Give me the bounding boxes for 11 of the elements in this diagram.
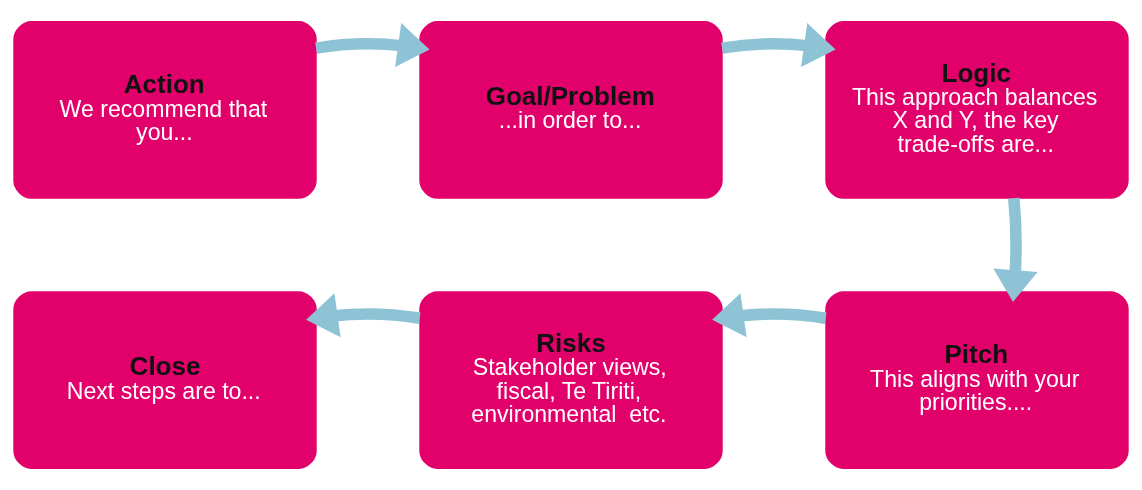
- node-box: Action We recommend that you...: [13, 21, 317, 199]
- arrow: [712, 293, 827, 338]
- arrow: [993, 197, 1038, 302]
- node-box: Risks Stakeholder views, fiscal, Te Tiriti, environmental etc.: [419, 291, 723, 469]
- node-box: Logic This approach balances X and Y, the key trade-offs are...: [825, 21, 1129, 199]
- arrow: [315, 23, 430, 68]
- arrow: [306, 293, 421, 338]
- node-box: Pitch This aligns with your priorities....: [825, 291, 1129, 469]
- arrow: [721, 23, 836, 68]
- node-box: Goal/Problem ...in order to...: [419, 21, 723, 199]
- node-box: Close Next steps are to...: [13, 291, 317, 469]
